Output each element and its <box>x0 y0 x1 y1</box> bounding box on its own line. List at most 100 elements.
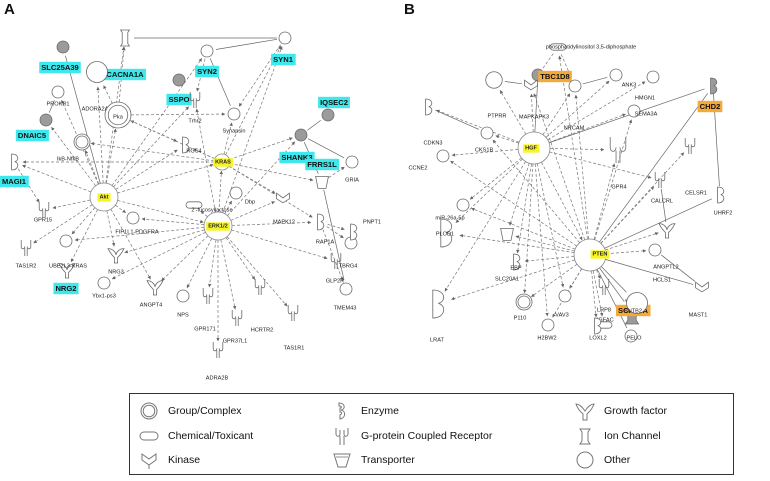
edge <box>209 58 231 106</box>
node-calcrl: CALCRL <box>651 172 673 204</box>
legend-label: Other <box>604 454 631 466</box>
legend-label: Transporter <box>361 454 415 466</box>
node-highlight <box>166 93 192 106</box>
node-pelo: PELO <box>624 329 642 343</box>
node-label: HGFAC <box>594 317 613 323</box>
edge <box>549 151 652 179</box>
node-cks1b: CKS1B <box>475 126 493 153</box>
node-label: Ybx1-ps3 <box>92 293 116 299</box>
node-slc25a39: SLC25A39 <box>39 40 81 74</box>
node-mapk12: MAPK12 <box>273 192 295 225</box>
legend-label: Kinase <box>168 454 201 466</box>
node-label: NPS <box>177 312 189 318</box>
edge <box>307 120 321 131</box>
node-mast1: MAST1 <box>689 281 709 318</box>
node-tmem43: TMEM43 <box>334 282 356 311</box>
edge <box>195 108 216 213</box>
node-label: SHANK3 <box>281 153 312 162</box>
edge <box>596 269 628 329</box>
legend-item-chemical: Chemical/Toxicant <box>138 426 253 446</box>
node-pten: PTEN <box>573 238 610 272</box>
node-label: SYN2 <box>197 67 217 76</box>
edge <box>111 58 203 186</box>
edge <box>499 90 527 135</box>
node-hgf: HGF <box>517 131 551 165</box>
edge <box>231 220 312 226</box>
edge <box>558 55 588 240</box>
node-label: NRCAM <box>564 125 585 131</box>
node-label: HCRTR2 <box>251 327 274 333</box>
node-label: FRRS1L <box>307 160 337 169</box>
node-label: EBP <box>510 265 521 271</box>
edge <box>326 226 344 239</box>
node-label: ADRA2B <box>206 375 229 381</box>
node-lrp8: LRP8 <box>597 279 611 313</box>
edge <box>222 46 283 213</box>
node-gpr171: GPR171 <box>194 288 216 332</box>
node-angptl2: ANGPTL2 <box>653 223 679 270</box>
edge <box>600 266 627 293</box>
node-rgs4: RGS4 <box>182 136 202 154</box>
node-erk1-2: ERK1/2 <box>203 211 233 241</box>
node-rap1a: RAP1A <box>316 213 334 245</box>
legend: Group/Complex Chemical/Toxicant Kinase E… <box>129 393 734 475</box>
node-highlight <box>318 96 350 109</box>
node-celsr1: CELSR1 <box>684 138 707 196</box>
node-synapsin: Synapsin <box>222 107 246 134</box>
node-label: LOXL2 <box>589 335 606 341</box>
node-dnaic5: DNAIC5 <box>15 113 53 142</box>
edge <box>186 238 213 289</box>
node-hcls1: HCLS1 <box>648 243 671 283</box>
edge <box>524 256 575 263</box>
legend-item-growth: Growth factor <box>574 401 667 421</box>
edge <box>225 237 256 280</box>
node-label: CELSR1 <box>685 190 707 196</box>
node-adora2a: ADORA2A <box>82 61 109 112</box>
node-chd2: CHD2 <box>697 77 723 113</box>
node-label: ERK1/2 <box>208 223 228 229</box>
node-label: GLP2R <box>326 278 344 284</box>
edge <box>552 268 583 318</box>
node-highlight <box>271 53 296 66</box>
node-dbp: Dbp <box>229 186 255 205</box>
node-label: TBC1D8 <box>540 72 570 81</box>
node-label: CALCRL <box>651 198 673 204</box>
edge <box>600 152 685 244</box>
node-nrcam: NRCAM <box>564 79 585 131</box>
node-label: miR-26a-5p <box>435 215 464 221</box>
node-lrat: LRAT <box>430 289 445 343</box>
node-label: ANGPT4 <box>140 302 162 308</box>
node-label: VAV3 <box>555 312 568 318</box>
node-label: TAS1R1 <box>284 345 305 351</box>
edge <box>141 217 205 226</box>
edge <box>515 235 575 252</box>
edge <box>508 163 530 226</box>
edge <box>48 100 55 113</box>
edge <box>574 94 589 240</box>
node-label: IQSEC2 <box>320 98 348 107</box>
nodes: CACNA1ASLC25A39SSPOSYN2SYN1IQSEC2DNAIC5S… <box>0 29 732 381</box>
node-plod1: PLOD1 <box>436 218 454 248</box>
edge <box>51 126 96 187</box>
edge <box>228 165 276 194</box>
node-label: PROKR1 <box>46 101 69 107</box>
node-label: PLOD1 <box>436 231 454 237</box>
edge <box>591 270 598 318</box>
edge <box>459 234 575 253</box>
node-label: GRIA <box>345 177 359 183</box>
edge <box>545 80 610 138</box>
node-label: CACNA1A <box>106 70 144 79</box>
edge <box>495 135 519 144</box>
node-highlight <box>523 144 540 153</box>
edge <box>547 81 646 141</box>
edge <box>599 267 625 302</box>
edge <box>504 81 523 85</box>
edge <box>220 239 237 310</box>
node-label: HMGN1 <box>635 95 655 101</box>
node-ube2l3-kras: UBE2L3-KRAS <box>49 234 87 269</box>
node-tas1r2: TAS1R2 <box>16 240 36 269</box>
edge <box>536 163 565 288</box>
node-label: PTEN <box>593 251 608 257</box>
legend-item-transporter: Transporter <box>331 450 415 470</box>
node-sntb2: SNTB2 <box>624 292 648 314</box>
